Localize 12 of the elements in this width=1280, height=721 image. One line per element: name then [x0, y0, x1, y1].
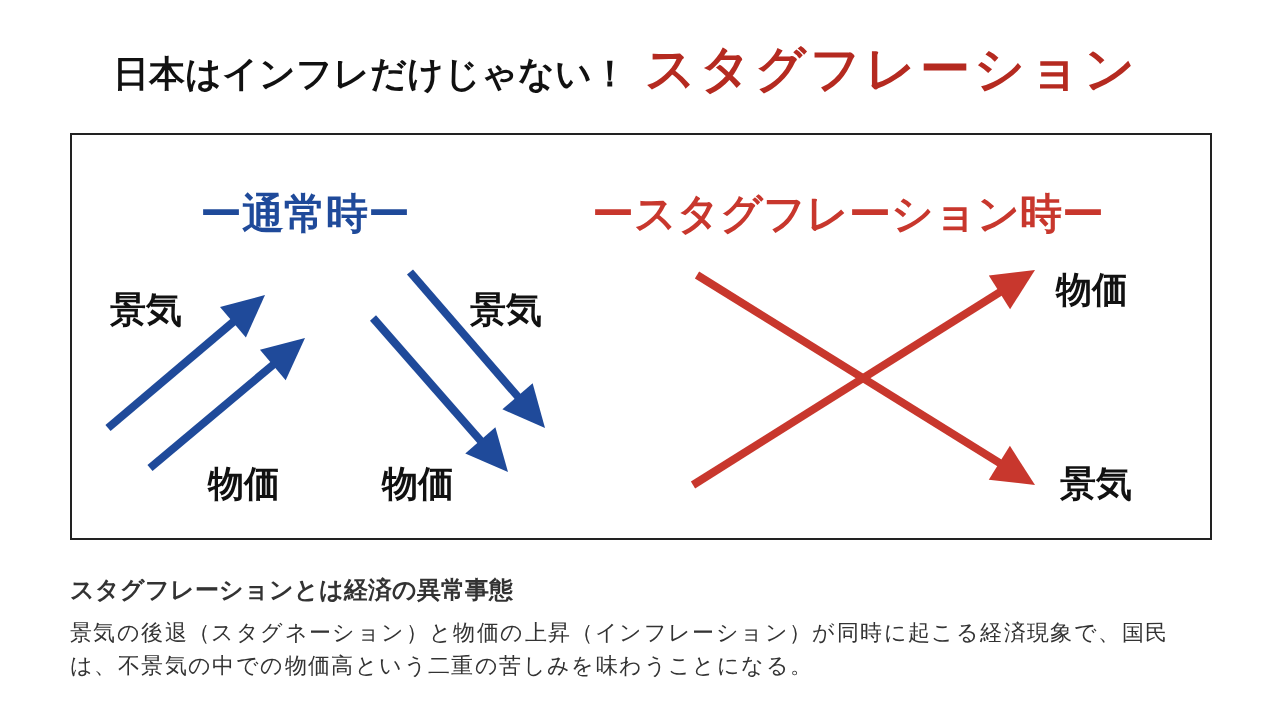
arrow-label: 物価: [208, 462, 280, 506]
section-heading: ー通常時ー: [200, 188, 410, 240]
arrow-label: 景気: [1060, 462, 1132, 506]
caption-heading: スタグフレーションとは経済の異常事態: [70, 575, 513, 606]
title-highlight: スタグフレーション: [645, 39, 1139, 100]
title: 日本はインフレだけじゃない！: [113, 52, 628, 96]
arrow-label: 景気: [470, 288, 542, 332]
arrow-label: 物価: [382, 462, 454, 506]
caption-text: 景気の後退（スタグネーション）と物価の上昇（インフレーション）が同時に起こる経済現象で、国民は、不景気の中での物価高という二重の苦しみを味わうことになる。: [70, 619, 1170, 680]
arrow-label: 物価: [1056, 268, 1128, 312]
arrow-label: 景気: [110, 288, 182, 332]
section-heading: ースタグフレーション時ー: [592, 188, 1104, 240]
